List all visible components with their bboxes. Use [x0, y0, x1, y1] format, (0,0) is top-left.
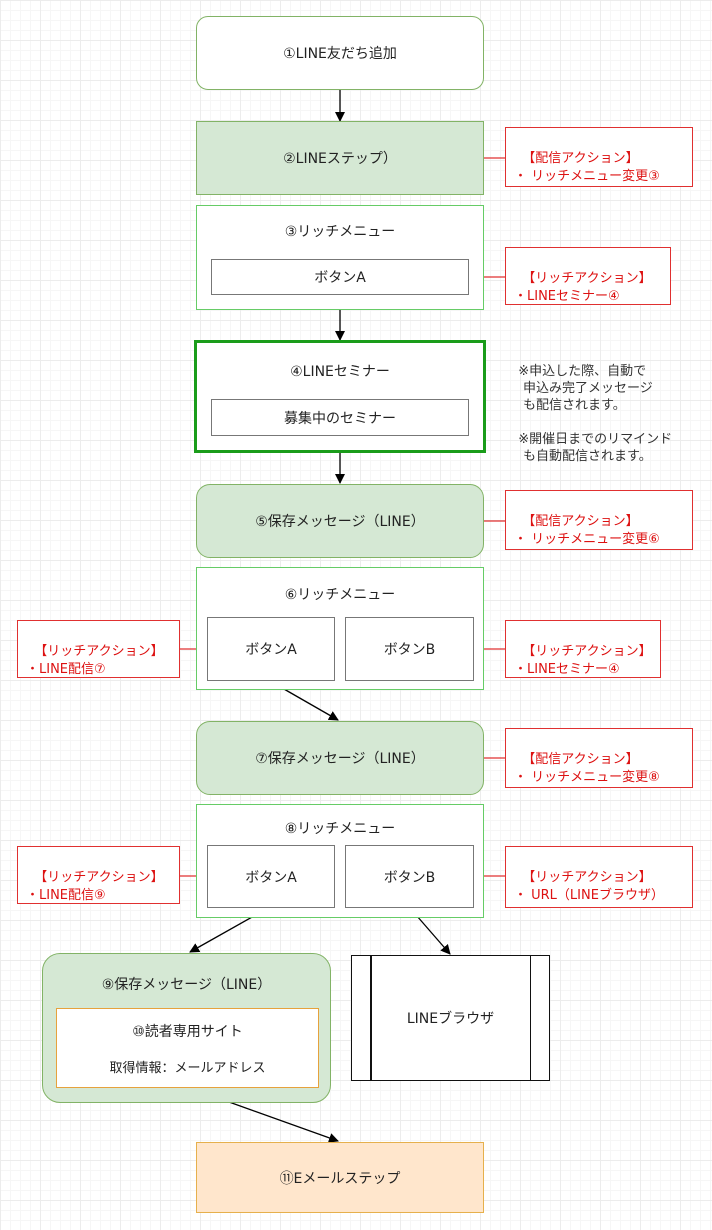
reader-site-title: ⑩読者専用サイト [132, 1024, 243, 1040]
action-8-right-text: 【リッチアクション】 ・ URL（LINEブラウザ） [514, 870, 664, 903]
rich-menu-8-button-b: ボタンB [345, 845, 474, 908]
note-application: ※申込した際、自動で 申込み完了メッセージ も配信されます。 [510, 346, 653, 414]
action-box-8-left: 【リッチアクション】 ・LINE配信⑨ [17, 846, 180, 904]
reader-site-info: 取得情報：メールアドレス [109, 1061, 266, 1076]
line-browser: LINEブラウザ [351, 955, 550, 1081]
action-5-text: 【配信アクション】 ・ リッチメニュー変更⑥ [514, 514, 660, 547]
browser-left-bar [370, 956, 372, 1080]
rich-menu-3-button-a: ボタンA [211, 259, 469, 295]
group-8-title: ⑧リッチメニュー [284, 821, 396, 837]
node-email-step-11: ⑪Eメールステップ [196, 1142, 484, 1213]
action-box-7: 【配信アクション】 ・ リッチメニュー変更⑧ [505, 728, 693, 788]
group-6-title: ⑥リッチメニュー [284, 587, 396, 603]
action-3-text: 【リッチアクション】 ・LINEセミナー④ [514, 271, 652, 304]
button-8a-label: ボタンA [245, 869, 297, 886]
group-line-seminar-4: ④LINEセミナー [194, 340, 486, 453]
node-line-step: ②LINEステップ） [196, 121, 484, 195]
rich-menu-8-button-a: ボタンA [207, 845, 335, 908]
group-4-title: ④LINEセミナー [290, 364, 390, 380]
rich-menu-6-button-b: ボタンB [345, 617, 474, 681]
node-5-label: ⑤保存メッセージ（LINE） [255, 514, 425, 530]
node-line-friend-add: ①LINE友だち追加 [196, 16, 484, 90]
action-box-6-left: 【リッチアクション】 ・LINE配信⑦ [17, 620, 180, 678]
note-reminder: ※開催日までのリマインド も自動配信されます。 [510, 414, 672, 465]
browser-label: LINEブラウザ [406, 1011, 495, 1027]
node-7-label: ⑦保存メッセージ（LINE） [255, 751, 425, 767]
note-2-text: ※開催日までのリマインド も自動配信されます。 [518, 432, 673, 464]
button-6b-label: ボタンB [383, 642, 436, 658]
node-2-label: ②LINEステップ） [283, 151, 397, 167]
button-3a-label: ボタンA [314, 270, 366, 286]
action-7-text: 【配信アクション】 ・ リッチメニュー変更⑧ [514, 752, 660, 785]
action-box-8-right: 【リッチアクション】 ・ URL（LINEブラウザ） [505, 846, 693, 908]
node-1-label: ①LINE友だち追加 [283, 46, 397, 62]
node-11-label: ⑪Eメールステップ [279, 1170, 401, 1187]
action-box-2: 【配信アクション】 ・ リッチメニュー変更③ [505, 127, 693, 187]
action-6-right-text: 【リッチアクション】 ・LINEセミナー④ [514, 644, 652, 677]
note-1-text: ※申込した際、自動で 申込み完了メッセージ も配信されます。 [518, 364, 653, 413]
action-2-text: 【配信アクション】 ・ リッチメニュー変更③ [514, 151, 660, 184]
rich-menu-6-button-a: ボタンA [207, 617, 335, 681]
action-box-3: 【リッチアクション】 ・LINEセミナー④ [505, 247, 671, 305]
node-saved-message-5: ⑤保存メッセージ（LINE） [196, 484, 484, 558]
seminar-recruiting-label: 募集中のセミナー [284, 410, 396, 427]
browser-right-bar [529, 956, 531, 1080]
node-saved-message-7: ⑦保存メッセージ（LINE） [196, 721, 484, 795]
button-6a-label: ボタンA [245, 642, 297, 658]
reader-site-10: ⑩読者専用サイト 取得情報：メールアドレス [56, 1008, 319, 1088]
action-8-left-text: 【リッチアクション】 ・LINE配信⑨ [26, 870, 164, 903]
action-6-left-text: 【リッチアクション】 ・LINE配信⑦ [26, 644, 164, 677]
seminar-recruiting: 募集中のセミナー [211, 399, 469, 436]
group-3-title: ③リッチメニュー [284, 224, 396, 240]
action-box-6-right: 【リッチアクション】 ・LINEセミナー④ [505, 620, 661, 678]
button-8b-label: ボタンB [383, 869, 436, 886]
node-9-title: ⑨保存メッセージ（LINE） [101, 977, 272, 993]
action-box-5: 【配信アクション】 ・ リッチメニュー変更⑥ [505, 490, 693, 550]
